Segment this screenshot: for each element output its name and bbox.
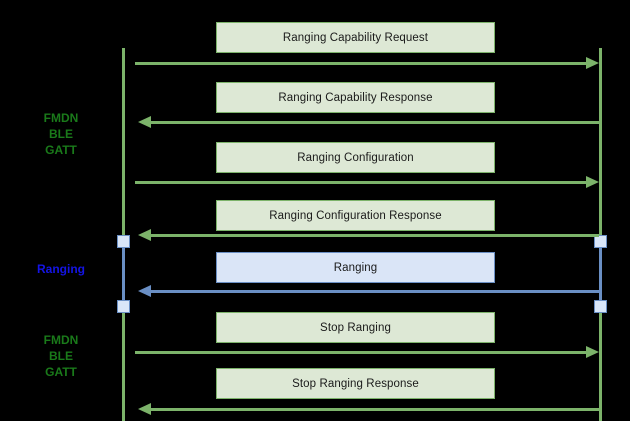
arrow-head-icon bbox=[138, 403, 151, 415]
activation-node-right-bottom[interactable] bbox=[594, 300, 607, 313]
group-label-ranging: Ranging bbox=[10, 261, 112, 277]
arrow-shaft bbox=[151, 234, 599, 237]
arrow-head-icon bbox=[138, 285, 151, 297]
left-lifeline bbox=[122, 48, 125, 421]
message-arrow-ranging[interactable] bbox=[122, 285, 599, 297]
arrow-shaft bbox=[151, 408, 599, 411]
arrow-head-icon bbox=[138, 116, 151, 128]
group-label-line: BLE bbox=[49, 127, 73, 141]
arrow-head-icon bbox=[586, 176, 599, 188]
message-arrow-stop-ranging[interactable] bbox=[122, 346, 599, 358]
message-box-ranging-capability-request[interactable]: Ranging Capability Request bbox=[216, 22, 495, 53]
message-box-ranging-capability-response[interactable]: Ranging Capability Response bbox=[216, 82, 495, 113]
arrow-head-icon bbox=[586, 346, 599, 358]
message-box-stop-ranging-response[interactable]: Stop Ranging Response bbox=[216, 368, 495, 399]
message-arrow-ranging-capability-response[interactable] bbox=[122, 116, 599, 128]
message-box-ranging-configuration-response[interactable]: Ranging Configuration Response bbox=[216, 200, 495, 231]
arrow-shaft bbox=[135, 62, 586, 65]
arrow-shaft bbox=[135, 181, 586, 184]
arrow-head-icon bbox=[586, 57, 599, 69]
message-box-ranging[interactable]: Ranging bbox=[216, 252, 495, 283]
group-label-fmdn-ble-gatt-bottom: FMDN BLE GATT bbox=[10, 332, 112, 380]
group-label-line: GATT bbox=[45, 365, 77, 379]
arrow-shaft bbox=[151, 290, 599, 293]
message-arrow-ranging-capability-request[interactable] bbox=[122, 57, 599, 69]
message-arrow-ranging-configuration-response[interactable] bbox=[122, 229, 599, 241]
group-label-fmdn-ble-gatt-top: FMDN BLE GATT bbox=[10, 110, 112, 158]
activation-node-left-bottom[interactable] bbox=[117, 300, 130, 313]
activation-node-right-top[interactable] bbox=[594, 235, 607, 248]
arrow-head-icon bbox=[138, 229, 151, 241]
group-label-line: GATT bbox=[45, 143, 77, 157]
arrow-shaft bbox=[135, 351, 586, 354]
right-activation-bar bbox=[599, 241, 602, 306]
left-activation-bar bbox=[122, 241, 125, 306]
message-box-stop-ranging[interactable]: Stop Ranging bbox=[216, 312, 495, 343]
group-label-line: FMDN bbox=[43, 333, 79, 347]
activation-node-left-top[interactable] bbox=[117, 235, 130, 248]
message-arrow-ranging-configuration[interactable] bbox=[122, 176, 599, 188]
arrow-shaft bbox=[151, 121, 599, 124]
group-label-line: Ranging bbox=[37, 262, 85, 276]
message-arrow-stop-ranging-response[interactable] bbox=[122, 403, 599, 415]
right-lifeline bbox=[599, 48, 602, 421]
group-label-line: FMDN bbox=[43, 111, 79, 125]
message-box-ranging-configuration[interactable]: Ranging Configuration bbox=[216, 142, 495, 173]
group-label-line: BLE bbox=[49, 349, 73, 363]
